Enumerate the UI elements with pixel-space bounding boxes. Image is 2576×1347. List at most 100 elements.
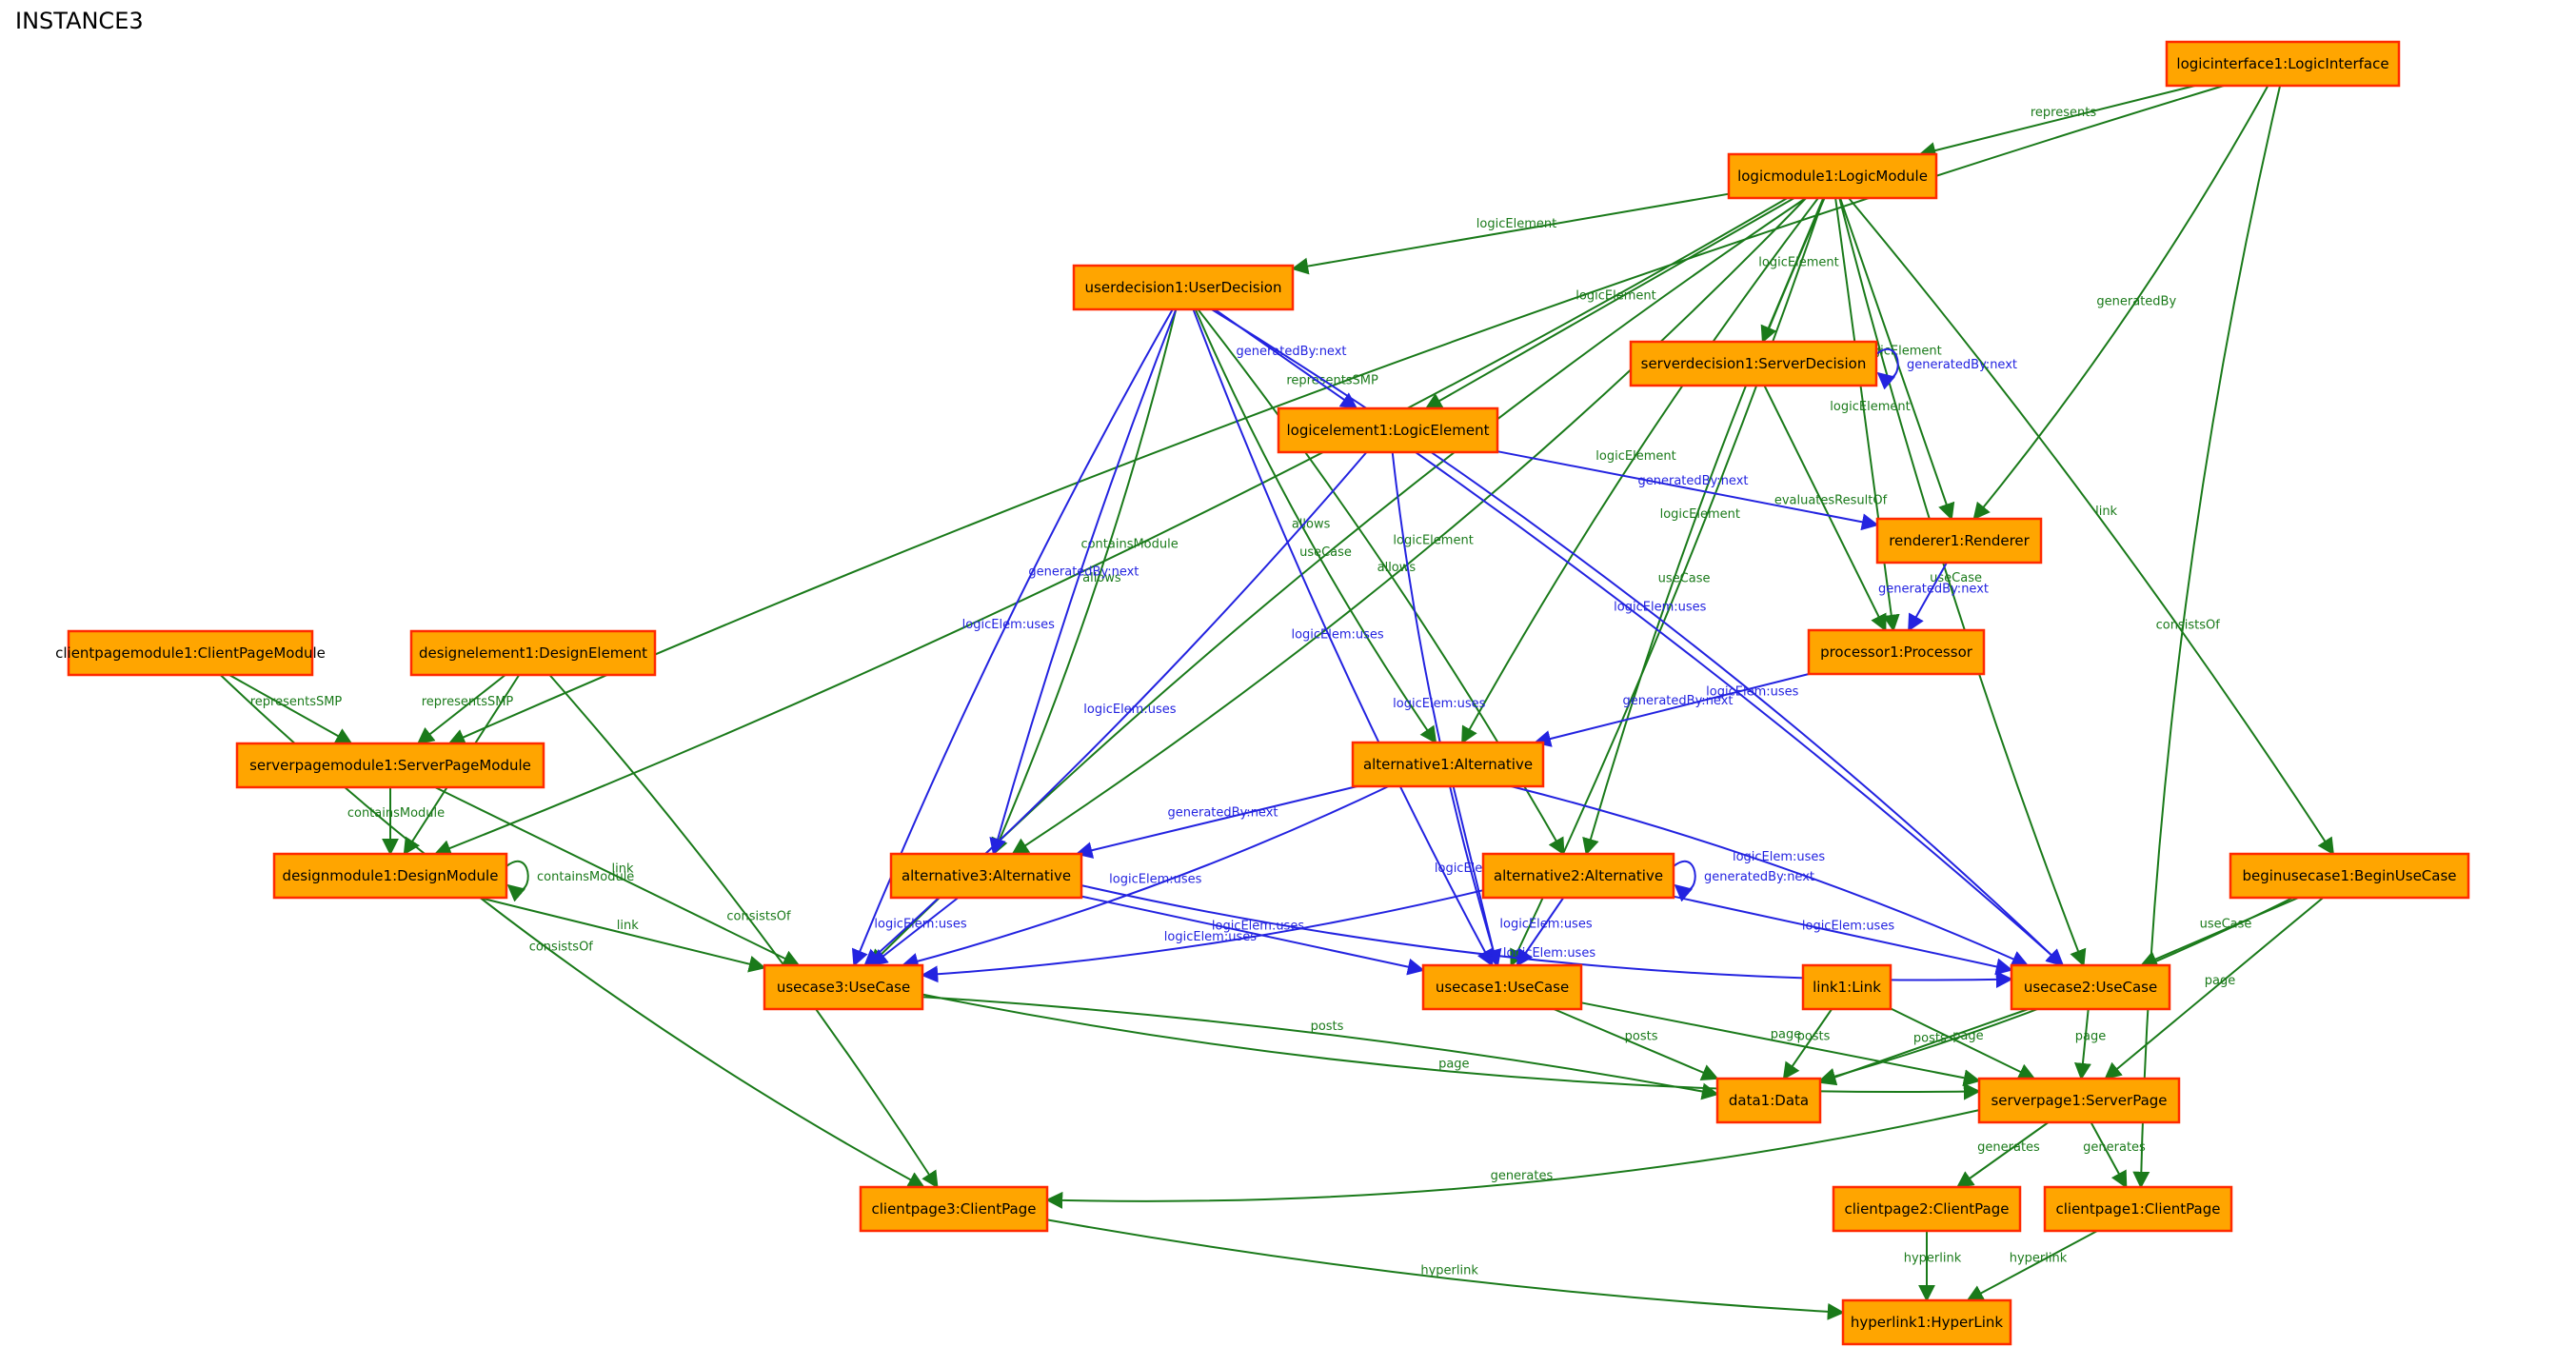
edge-label: hyperlink [1904,1252,1962,1266]
edge-label: posts [1311,1020,1344,1034]
edge-label: page [2075,1030,2106,1044]
node-label: logicinterface1:LogicInterface [2176,55,2388,72]
edge-line [416,674,506,745]
node-clientpagemodule1[interactable]: clientpagemodule1:ClientPageModule [55,629,326,677]
edge-label: posts [1797,1030,1831,1044]
node-designmodule1[interactable]: designmodule1:DesignModule [272,852,508,900]
node-box [1807,628,1986,676]
edge-label: page [2205,974,2235,988]
edge-line [1838,197,2087,967]
edge-serverpage1-clientpage1: generates [2083,1121,2146,1189]
node-renderer1[interactable]: renderer1:Renderer [1875,517,2043,565]
node-label: alternative2:Alternative [1494,867,1663,884]
edge-label: logicElem:uses [1393,697,1485,711]
edge-serverpage1-clientpage2: generates [1955,1121,2050,1189]
edge-alternative1-usecase2: logicElem:uses [1511,785,2030,967]
node-usecase2[interactable]: usecase2:UseCase [2010,963,2171,1011]
edge-label: generates [2083,1140,2146,1155]
node-link1[interactable]: link1:Link [1801,963,1892,1011]
edge-line [1582,197,1826,856]
node-box [1072,264,1295,311]
edge-label: page [1952,1029,1983,1043]
node-box [272,852,508,900]
edge-designmodule1-designmodule1: containsModule [505,860,634,902]
node-clientpage2[interactable]: clientpage2:ClientPage [1832,1185,2022,1233]
edge-alternative2-usecase2: logicElem:uses [1673,895,2013,976]
node-designelement1[interactable]: designelement1:DesignElement [409,629,657,677]
diagram-title: INSTANCE3 [15,8,144,34]
edge-label: containsModule [1080,538,1178,552]
edge-usecase1-data1: posts [1553,1008,1719,1080]
node-processor1[interactable]: processor1:Processor [1807,628,1986,676]
node-label: clientpage1:ClientPage [2056,1200,2221,1218]
node-label: userdecision1:UserDecision [1085,279,1282,296]
edge-processor1-alternative1: generatedBy:next [1534,673,1810,747]
edge-line [921,889,1484,983]
edge-line [1045,1109,1980,1209]
edge-renderer1-processor1: generatedBy:next [1878,562,1989,632]
node-alternative3[interactable]: alternative3:Alternative [889,852,1083,900]
edge-serverdecision1-processor1: evaluatesResultOf [1763,385,1888,632]
edge-label: useCase [2200,918,2252,932]
node-clientpage3[interactable]: clientpage3:ClientPage [859,1185,1049,1233]
node-usecase3[interactable]: usecase3:UseCase [763,963,924,1011]
node-label: usecase1:UseCase [1436,979,1569,996]
node-logicmodule1[interactable]: logicmodule1:LogicModule [1727,152,1938,200]
node-serverpagemodule1[interactable]: serverpagemodule1:ServerPageModule [235,742,545,789]
edge-logicmodule1-usecase2: useCase [1838,197,2087,967]
edge-line [1534,673,1810,747]
edge-userdecision1-alternative3: generatedBy:next [989,308,1178,856]
node-usecase1[interactable]: usecase1:UseCase [1421,963,1583,1011]
edge-label: logicElem:uses [874,918,966,932]
edge-label: page [1771,1027,1801,1041]
node-hyperlink1[interactable]: hyperlink1:HyperLink [1841,1298,2012,1346]
edge-label: generatedBy:next [1623,694,1734,708]
edge-label: generatedBy:next [1168,806,1278,821]
edge-label: logicElem:uses [1499,918,1592,932]
edge-label: generatedBy:next [1638,474,1749,488]
edge-label: logicElement [1476,217,1556,231]
node-alternative1[interactable]: alternative1:Alternative [1351,741,1545,788]
node-serverpage1[interactable]: serverpage1:ServerPage [1977,1077,2181,1124]
node-beginusecase1[interactable]: beginusecase1:BeginUseCase [2229,852,2470,900]
edge-label: consistsOf [529,940,594,954]
edge-line [434,786,801,966]
edge-line [1461,197,1819,744]
edge-label: useCase [1299,545,1352,560]
node-alternative2[interactable]: alternative2:Alternative [1481,852,1675,900]
edge-clientpagemodule1-serverpagemodule1: representsSMP [228,674,353,744]
edge-designelement1-clientpage3: consistsOf [548,674,939,1189]
edge-usecase2-serverpage1: page [2073,1008,2106,1080]
edge-label: page [1438,1057,1469,1071]
node-label: logicmodule1:LogicModule [1737,168,1928,185]
node-logicinterface1[interactable]: logicinterface1:LogicInterface [2165,40,2401,88]
edge-label: representsSMP [422,695,514,709]
edge-line [1496,450,1879,531]
edge-line [1818,1008,2030,1086]
node-label: designmodule1:DesignModule [283,867,499,884]
node-box [1715,1077,1822,1124]
edge-alternative1-usecase3: logicElem:uses [901,785,1390,970]
edge-serverpagemodule1-designmodule1: containsModule [347,787,445,856]
edge-line [1782,1008,1833,1080]
edge-line [1553,1008,1719,1080]
node-userdecision1[interactable]: userdecision1:UserDecision [1072,264,1295,311]
edge-logicelement1-usecase2: logicElem:uses [1415,451,2065,967]
edge-line [1424,197,1795,409]
edge-label: logicElement [1830,400,1910,414]
node-data1[interactable]: data1:Data [1715,1077,1822,1124]
node-box [409,629,657,677]
edge-line [1080,895,1425,976]
edge-label: hyperlink [2010,1252,2068,1266]
edge-logicelement1-usecase1: logicElem:uses [1391,451,1502,967]
edge-usecase1-serverpage1: page [1580,1001,1981,1087]
node-logicelement1[interactable]: logicelement1:LogicElement [1277,406,1499,454]
edge-line [1763,385,1887,632]
edge-link1-data1: posts [1782,1008,1833,1080]
node-serverdecision1[interactable]: serverdecision1:ServerDecision [1629,340,1878,387]
edge-label: generatedBy:next [1028,565,1139,580]
node-box [235,742,545,789]
edge-label: generatedBy:next [1704,870,1814,884]
node-clientpage1[interactable]: clientpage1:ClientPage [2043,1185,2233,1233]
edge-alternative1-alternative3: generatedBy:next [1075,785,1357,859]
